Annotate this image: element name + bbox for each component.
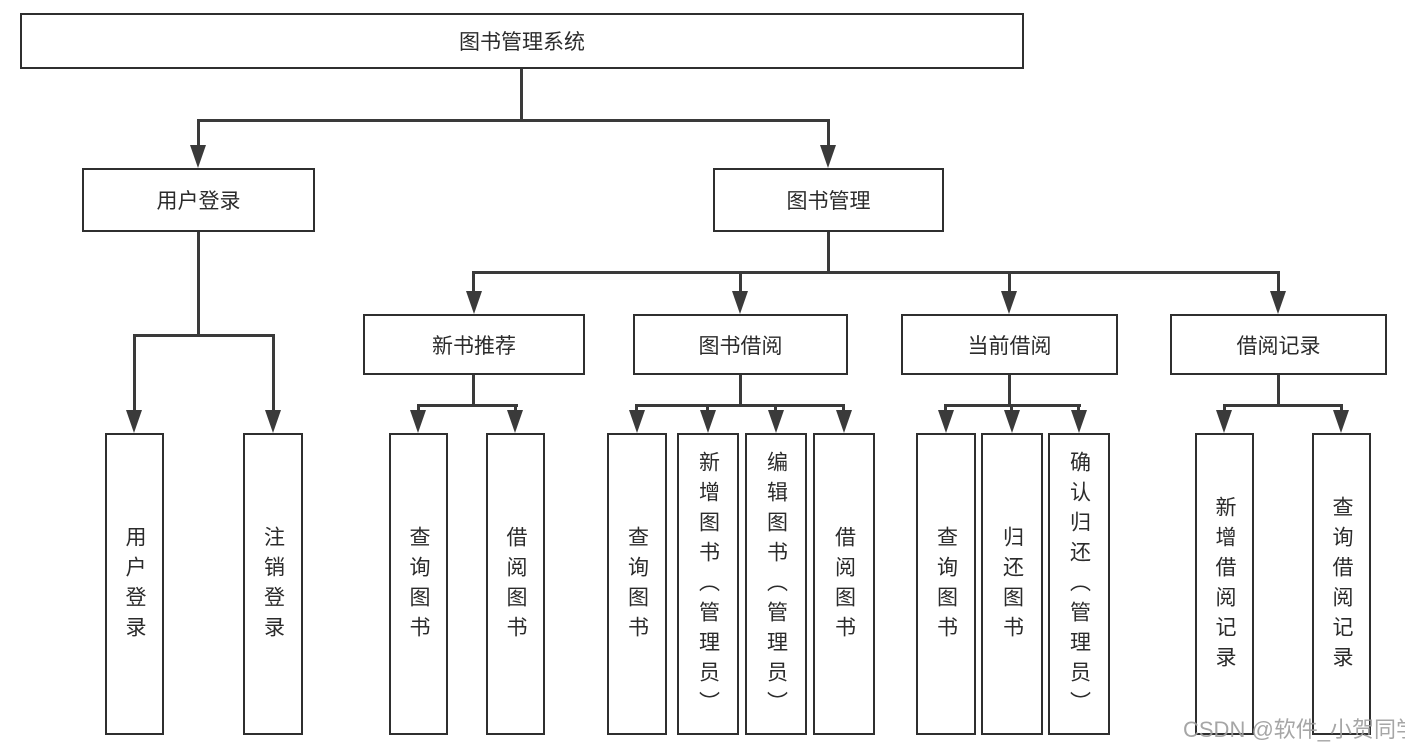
connector-groupE-stem bbox=[1277, 375, 1280, 407]
connector-root-stem bbox=[520, 69, 523, 122]
leaf-query-books-current: 查询图书 bbox=[916, 433, 976, 735]
leaf-add-borrow-record: 新增借阅记录 bbox=[1195, 433, 1254, 735]
leaf-borrow-books-recommend: 借阅图书 bbox=[486, 433, 545, 735]
arrowhead-borrow-records-icon bbox=[1270, 291, 1286, 314]
leaf-confirm-return-admin: 确认归还（管理员） bbox=[1048, 433, 1110, 735]
connector-stub-book-mgmt bbox=[827, 119, 830, 147]
arrowhead-d2-icon bbox=[1004, 410, 1020, 433]
arrowhead-book-mgmt-icon bbox=[820, 145, 836, 168]
leaf-return-books: 归还图书 bbox=[981, 433, 1043, 735]
connector-stub-user-login bbox=[197, 119, 200, 147]
connector-groupC-bus bbox=[635, 404, 845, 407]
connector-user-login-bus bbox=[133, 334, 275, 337]
csdn-watermark: CSDN @软件_小贺同学 bbox=[1183, 717, 1405, 742]
connector-stub-book-borrow bbox=[739, 271, 742, 299]
arrowhead-e1-icon bbox=[1216, 410, 1232, 433]
arrowhead-c3-icon bbox=[768, 410, 784, 433]
arrowhead-user-login-icon bbox=[190, 145, 206, 168]
connector-groupB-stem bbox=[472, 375, 475, 407]
node-new-book-recommend: 新书推荐 bbox=[363, 314, 585, 375]
node-book-management: 图书管理 bbox=[713, 168, 944, 232]
node-user-login: 用户登录 bbox=[82, 168, 315, 232]
connector-user-login-stem bbox=[197, 232, 200, 337]
connector-level3-bus bbox=[472, 271, 1280, 274]
arrowhead-b1-icon bbox=[410, 410, 426, 433]
connector-stub-current-borrow bbox=[1008, 271, 1011, 299]
leaf-query-borrow-record: 查询借阅记录 bbox=[1312, 433, 1371, 735]
arrowhead-d1-icon bbox=[938, 410, 954, 433]
node-borrow-records: 借阅记录 bbox=[1170, 314, 1387, 375]
connector-groupC-stem bbox=[739, 375, 742, 407]
leaf-borrow-books: 借阅图书 bbox=[813, 433, 875, 735]
leaf-edit-books-admin: 编辑图书（管理员） bbox=[745, 433, 807, 735]
arrowhead-c1-icon bbox=[629, 410, 645, 433]
arrowhead-book-borrow-icon bbox=[732, 291, 748, 314]
connector-stub-borrow-records bbox=[1277, 271, 1280, 299]
connector-stub-login-leaf bbox=[133, 334, 136, 415]
arrowhead-new-books-icon bbox=[466, 291, 482, 314]
arrowhead-e2-icon bbox=[1333, 410, 1349, 433]
connector-groupE-bus bbox=[1223, 404, 1343, 407]
leaf-query-books-recommend: 查询图书 bbox=[389, 433, 448, 735]
leaf-user-login: 用户登录 bbox=[105, 433, 164, 735]
arrowhead-c2-icon bbox=[700, 410, 716, 433]
connector-stub-new-books bbox=[472, 271, 475, 299]
node-current-borrowing: 当前借阅 bbox=[901, 314, 1118, 375]
node-book-borrowing: 图书借阅 bbox=[633, 314, 848, 375]
leaf-logout: 注销登录 bbox=[243, 433, 303, 735]
connector-groupB-bus bbox=[417, 404, 518, 407]
arrowhead-b2-icon bbox=[507, 410, 523, 433]
arrowhead-d3-icon bbox=[1071, 410, 1087, 433]
arrowhead-logout-leaf-icon bbox=[265, 410, 281, 433]
arrowhead-c4-icon bbox=[836, 410, 852, 433]
connector-book-mgmt-stem bbox=[827, 232, 830, 274]
connector-level2-bus bbox=[197, 119, 830, 122]
connector-groupD-stem bbox=[1008, 375, 1011, 407]
arrowhead-current-borrow-icon bbox=[1001, 291, 1017, 314]
node-root-system: 图书管理系统 bbox=[20, 13, 1024, 69]
leaf-add-books-admin: 新增图书（管理员） bbox=[677, 433, 739, 735]
arrowhead-login-leaf-icon bbox=[126, 410, 142, 433]
connector-stub-logout-leaf bbox=[272, 334, 275, 415]
leaf-query-books-borrowing: 查询图书 bbox=[607, 433, 667, 735]
